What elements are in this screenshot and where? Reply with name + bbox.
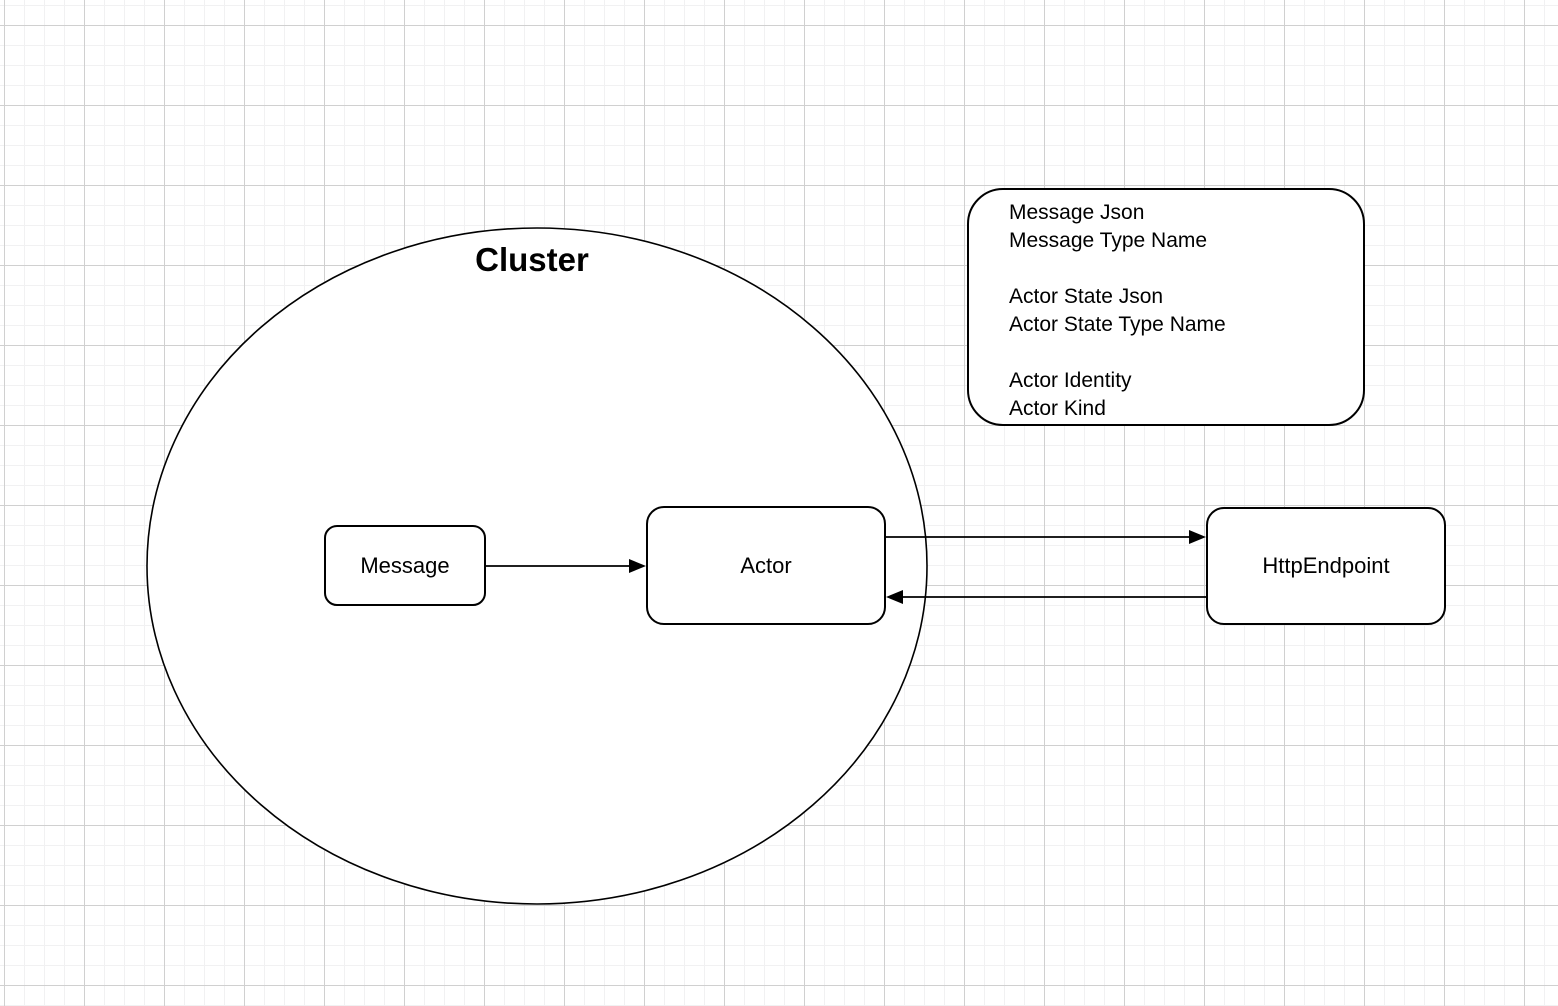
node-actor-label: Actor — [740, 552, 792, 578]
note-line: Message Type Name — [1009, 229, 1208, 252]
arrowhead-right-icon — [629, 559, 646, 573]
edge-httpendpoint-to-actor[interactable] — [886, 590, 1206, 604]
note-line: Actor Kind — [1009, 397, 1106, 420]
cluster-label: Cluster — [475, 241, 589, 278]
edge-message-to-actor[interactable] — [486, 559, 646, 573]
node-actor[interactable]: Actor — [646, 506, 886, 625]
note-line: Message Json — [1009, 201, 1145, 224]
node-httpendpoint-label: HttpEndpoint — [1262, 553, 1390, 578]
note-line — [1009, 339, 1353, 367]
arrowhead-left-icon — [886, 590, 903, 604]
annotation-note[interactable]: Message Json Message Type Name Actor Sta… — [967, 188, 1365, 426]
edge-actor-to-httpendpoint[interactable] — [886, 530, 1206, 544]
node-httpendpoint[interactable]: HttpEndpoint — [1206, 507, 1446, 625]
note-line: Actor State Type Name — [1009, 313, 1226, 336]
note-line — [1009, 255, 1353, 283]
note-line: Actor Identity — [1009, 369, 1132, 392]
arrowhead-right-icon — [1189, 530, 1206, 544]
node-message[interactable]: Message — [324, 525, 486, 606]
note-line: Actor State Json — [1009, 285, 1164, 308]
node-message-label: Message — [360, 552, 450, 578]
